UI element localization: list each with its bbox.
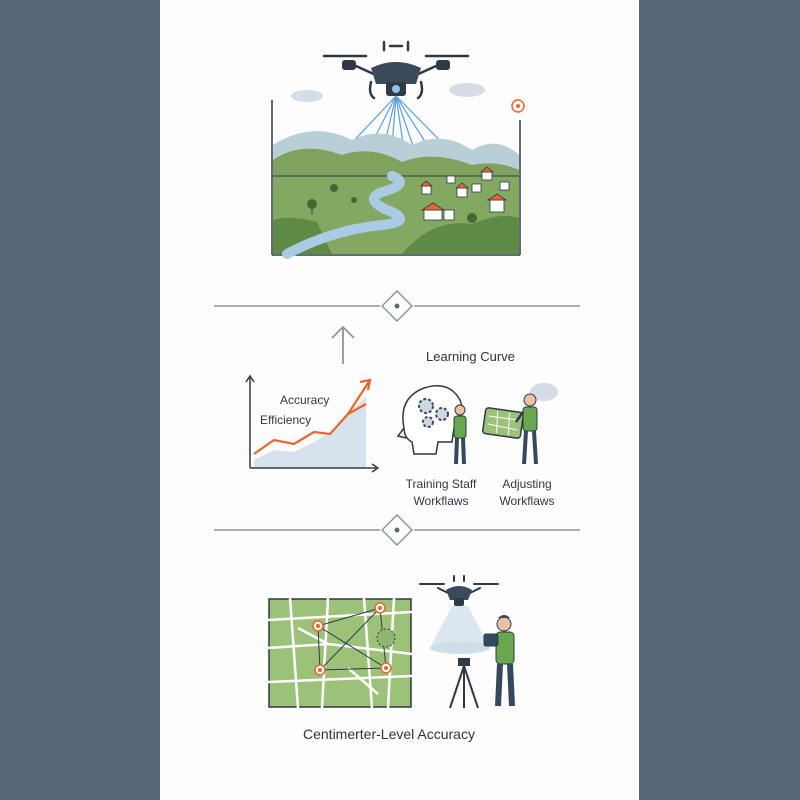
divider-2 [214,513,580,547]
divider-1 [214,289,580,323]
brain-gears-icon [396,385,467,465]
person-icon [514,393,538,465]
learning-curve-title: Learning Curve [426,349,515,364]
chart-label-accuracy: Accuracy [280,393,330,407]
person-icon [453,404,467,465]
river-landscape-icon [271,83,521,259]
accuracy-caption: Centimerter-Level Accuracy [303,726,475,742]
drone-icon [322,40,470,100]
up-arrow-icon [331,325,355,364]
training-line2: Workflaws [413,494,469,508]
person-icon [483,615,515,707]
city-map-icon [267,597,413,709]
surveyor-tripod-icon [430,606,515,709]
training-line1: Training Staff [405,477,477,491]
growth-chart-icon [245,374,380,473]
training-staff-label: Training Staff Workflaws [406,476,477,510]
chart-label-efficiency: Efficiency [260,413,312,427]
tablet-map-icon [482,383,558,465]
map-pin-icon [511,99,525,113]
drone-icon [419,575,499,606]
adjusting-line1: Adjusting [502,477,552,491]
adjusting-line2: Workflaws [499,494,555,508]
adjusting-workflows-label: Adjusting Workflaws [499,476,554,510]
